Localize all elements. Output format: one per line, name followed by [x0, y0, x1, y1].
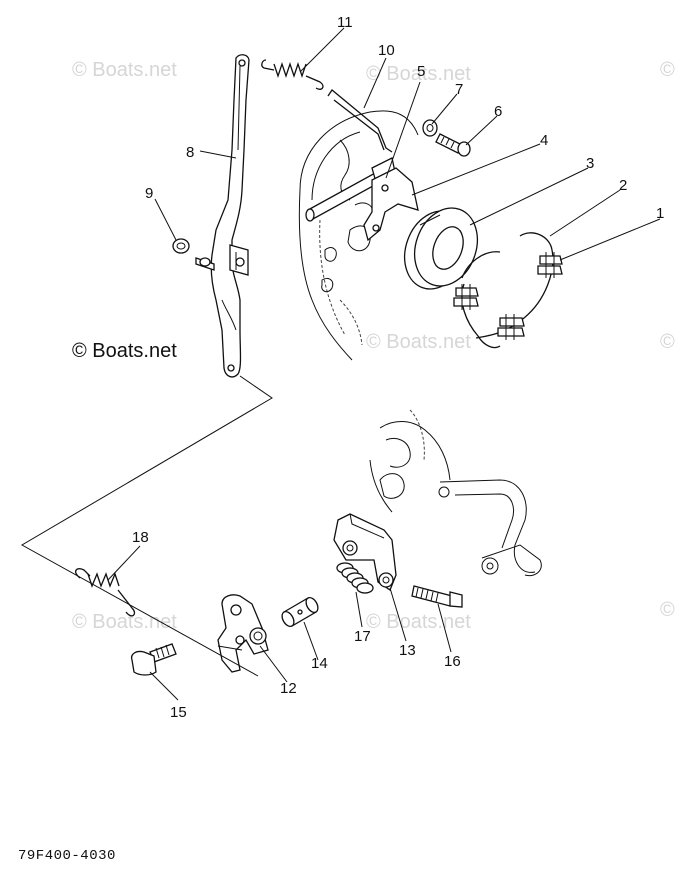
callout-4: 4 [540, 132, 548, 149]
assembly-connection-line [20, 375, 273, 677]
part-18-spring [75, 568, 136, 617]
watermark: © Boats.net [366, 63, 471, 85]
part-10-rod [327, 89, 393, 153]
callout-18: 18 [132, 529, 149, 546]
callout-8: 8 [186, 144, 194, 161]
callout-12: 12 [280, 680, 297, 697]
part-9-nut [172, 238, 215, 271]
callout-15: 15 [170, 704, 187, 721]
part-1-2-wire-assembly [453, 232, 563, 349]
watermark: © Boats.net [366, 611, 471, 633]
callout-11: 11 [337, 14, 353, 31]
callout-numbers: 1 2 3 4 5 6 7 8 9 10 11 12 13 14 15 16 1… [132, 14, 664, 721]
watermark: © Boats.net [72, 59, 177, 81]
diagram-code: 79F400-4030 [18, 848, 116, 864]
callout-1: 1 [656, 205, 664, 222]
part-4-bracket [363, 167, 419, 242]
watermark: © Boats.net [72, 340, 177, 362]
callout-7: 7 [455, 81, 463, 98]
part-8-lever [210, 54, 250, 378]
watermark-group: © Boats.net © Boats.net © Boats.net © Bo… [72, 59, 680, 633]
part-7-washer [422, 119, 438, 137]
part-15-bolt [130, 643, 177, 676]
callout-6: 6 [494, 103, 502, 120]
watermark: © Boats.net [366, 331, 471, 353]
part-13-bracket [333, 513, 397, 591]
callout-3: 3 [586, 155, 594, 172]
part-14-sleeve [281, 596, 319, 628]
leader-lines [107, 27, 661, 701]
callout-13: 13 [399, 642, 416, 659]
callout-9: 9 [145, 185, 153, 202]
watermark: © Boats.net [660, 59, 680, 81]
part-6-bolt [435, 133, 471, 157]
callout-10: 10 [378, 42, 395, 59]
part-11-spring [261, 59, 324, 90]
watermark: © Boats.net [660, 331, 680, 353]
engine-casing-lower [369, 409, 542, 577]
part-17-spring [336, 562, 374, 594]
part-3-grommet [404, 207, 478, 290]
callout-16: 16 [444, 653, 461, 670]
part-12-lever [217, 594, 269, 673]
callout-5: 5 [417, 63, 425, 80]
callout-14: 14 [311, 655, 328, 672]
watermark: © Boats.net [660, 599, 680, 621]
engine-casing-upper [298, 110, 419, 361]
callout-2: 2 [619, 177, 627, 194]
part-16-bolt [411, 585, 463, 608]
callout-17: 17 [354, 628, 371, 645]
